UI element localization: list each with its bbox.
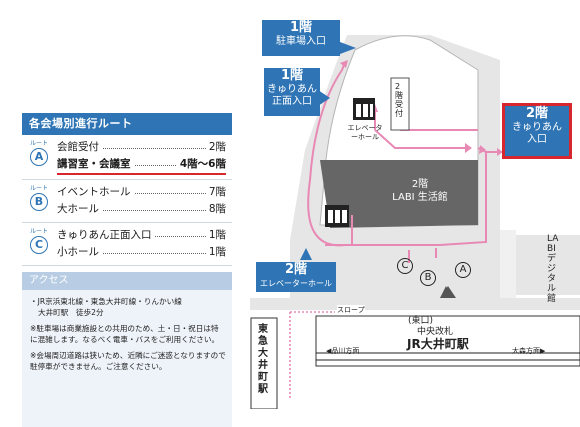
parking-text: 駐車場入口 bbox=[276, 36, 326, 47]
map-marker-b: B bbox=[420, 270, 436, 286]
curian-2f-entrance-label: 2階 きゅりあん 入口 bbox=[502, 103, 572, 159]
map-marker-a: A bbox=[455, 262, 471, 278]
venue-map bbox=[250, 35, 580, 409]
access-line-2: 大井町駅 徒歩2分 bbox=[38, 308, 104, 317]
central-gate-text: 中央改札 bbox=[417, 327, 454, 337]
row-name: 講習室・会議室 bbox=[57, 156, 134, 172]
jr-station-text: JR大井町駅 bbox=[407, 337, 469, 351]
elevator-2f-label: 2階 エレベーターホール bbox=[256, 262, 336, 292]
parking-floor: 1階 bbox=[289, 20, 313, 35]
row-name: 大ホール bbox=[57, 201, 102, 217]
route-c-badge: ルート C bbox=[28, 228, 50, 254]
reception-text: 2階受付 bbox=[395, 82, 403, 118]
curian-floor: 2階 bbox=[525, 106, 549, 121]
reception-box bbox=[390, 77, 410, 131]
route-a-row-1: 会館受付 2階 bbox=[57, 139, 226, 155]
route-c-row-2: 小ホール 1階 bbox=[57, 244, 226, 260]
curian-line1: きゅりあん bbox=[512, 122, 562, 133]
route-c: ルート C きゅりあん正面入口 1階 小ホール 1階 bbox=[22, 223, 232, 266]
map-marker-c: C bbox=[397, 258, 413, 274]
front-floor: 1階 bbox=[280, 68, 304, 83]
access-note-2: ※会場周辺道路は狭いため、近隣にご迷惑となりますので駐停車ができません。ご注意く… bbox=[30, 351, 226, 371]
shinagawa-label: 品川方面 bbox=[331, 347, 360, 355]
route-a: ルート A 会館受付 2階 講習室・会議室 4階〜6階 bbox=[22, 135, 232, 180]
front-entrance-label: 1階 きゅりあん 正面入口 bbox=[264, 68, 320, 116]
row-name: 小ホール bbox=[57, 244, 102, 260]
slope-text: スロープ bbox=[337, 305, 365, 315]
row-floor: 7階 bbox=[205, 184, 226, 200]
row-floor: 2階 bbox=[205, 139, 226, 155]
labi-digital-building bbox=[516, 235, 580, 295]
curian-line2: 入口 bbox=[527, 134, 547, 145]
route-a-row-2: 講習室・会議室 4階〜6階 bbox=[57, 156, 226, 172]
station-band bbox=[315, 315, 580, 367]
route-a-badge: ルート A bbox=[28, 140, 50, 166]
escalator-marker bbox=[440, 286, 456, 298]
access-title: アクセス bbox=[22, 272, 232, 290]
tokyu-station-text: 東急大井町駅 bbox=[258, 324, 268, 395]
row-floor: 1階 bbox=[205, 227, 226, 243]
elevator-hall-text: エレベーターホール bbox=[347, 124, 383, 141]
labi-text: 2階 LABI 生活館 bbox=[380, 178, 460, 204]
elevator-icon-upper bbox=[353, 98, 375, 120]
route-word: ルート bbox=[29, 228, 48, 235]
front-line1: きゅりあん bbox=[267, 84, 317, 95]
access-note-1: ※駐車場は商業施設との共用のため、土・日・祝日は特に混雑します。なるべく電車・バ… bbox=[30, 324, 220, 344]
elev-text: エレベーターホール bbox=[260, 279, 332, 288]
labi-building bbox=[320, 160, 478, 228]
route-letter: C bbox=[30, 236, 48, 254]
east-exit-text: (東口) bbox=[408, 316, 434, 326]
route-b-badge: ルート B bbox=[28, 185, 50, 211]
kamata-label: 大森方面 bbox=[512, 347, 540, 355]
route-b: ルート B イベントホール 7階 大ホール 8階 bbox=[22, 180, 232, 223]
row-floor: 4階〜6階 bbox=[176, 156, 226, 172]
route-b-row-2: 大ホール 8階 bbox=[57, 201, 226, 217]
row-name: 会館受付 bbox=[57, 139, 102, 155]
route-letter: B bbox=[30, 193, 48, 211]
route-panel: 各会場別進行ルート ルート A 会館受付 2階 講習室・会議室 4階〜6階 ルー… bbox=[22, 113, 232, 427]
row-name: イベントホール bbox=[57, 184, 134, 200]
front-line2: 正面入口 bbox=[272, 96, 312, 107]
labi-digital-text: LABI デジタル館 bbox=[547, 234, 559, 304]
tokyu-band bbox=[250, 317, 278, 409]
highlight-underline bbox=[57, 173, 226, 175]
access-body: ・JR京浜東北線・東急大井町線・りんかい線 大井町駅 徒歩2分 ※駐車場は商業施… bbox=[22, 290, 232, 427]
to-kamata-text: 大森方面▶ bbox=[512, 347, 546, 355]
elevator-icon-lower bbox=[325, 205, 349, 227]
railway bbox=[316, 352, 580, 361]
route-c-row-1: きゅりあん正面入口 1階 bbox=[57, 227, 226, 243]
access-line-1: ・JR京浜東北線・東急大井町線・りんかい線 bbox=[30, 297, 182, 306]
labi-name: LABI 生活館 bbox=[392, 192, 448, 203]
elev-floor: 2階 bbox=[284, 262, 308, 277]
row-name: きゅりあん正面入口 bbox=[57, 227, 155, 243]
row-floor: 1階 bbox=[205, 244, 226, 260]
route-letter: A bbox=[30, 148, 48, 166]
route-word: ルート bbox=[29, 140, 48, 147]
parking-entrance-label: 1階 駐車場入口 bbox=[262, 20, 340, 56]
route-word: ルート bbox=[29, 185, 48, 192]
route-panel-title: 各会場別進行ルート bbox=[22, 113, 232, 135]
route-b-row-1: イベントホール 7階 bbox=[57, 184, 226, 200]
labi-floor: 2階 bbox=[411, 179, 429, 190]
to-shinagawa-text: ◀品川方面 bbox=[326, 347, 360, 355]
row-floor: 8階 bbox=[205, 201, 226, 217]
